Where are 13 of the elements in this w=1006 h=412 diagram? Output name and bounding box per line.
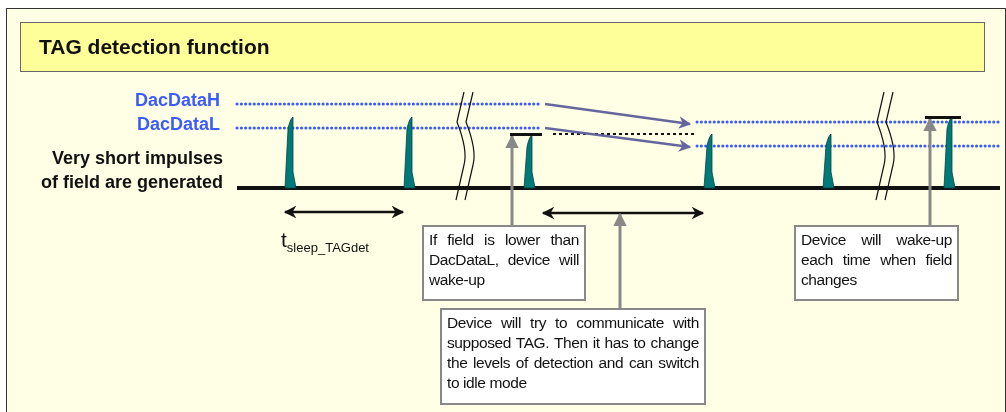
leader-line [923,117,937,225]
level-marker-bar [925,116,961,119]
leader-line [505,134,519,225]
time-label: t$_{sleep_TAGdet}$ [281,228,369,256]
callout-box: Device will wake-up each time when field changes [794,225,959,301]
callout-box: If field is lower than DacDataL, device will wake-up [422,225,586,301]
title-text: TAG detection function [39,35,270,59]
signal-label: Very short impulses of field are generated [40,147,223,194]
level-label: DacDataH [133,89,220,112]
level-marker-bar [510,133,542,136]
callout-box: Device will try to communicate with supposed TAG. Then it has to change the levels of detection and can switch to idle mode [440,308,706,405]
level-label: DacDataL [135,113,220,136]
leader-line [613,212,627,308]
